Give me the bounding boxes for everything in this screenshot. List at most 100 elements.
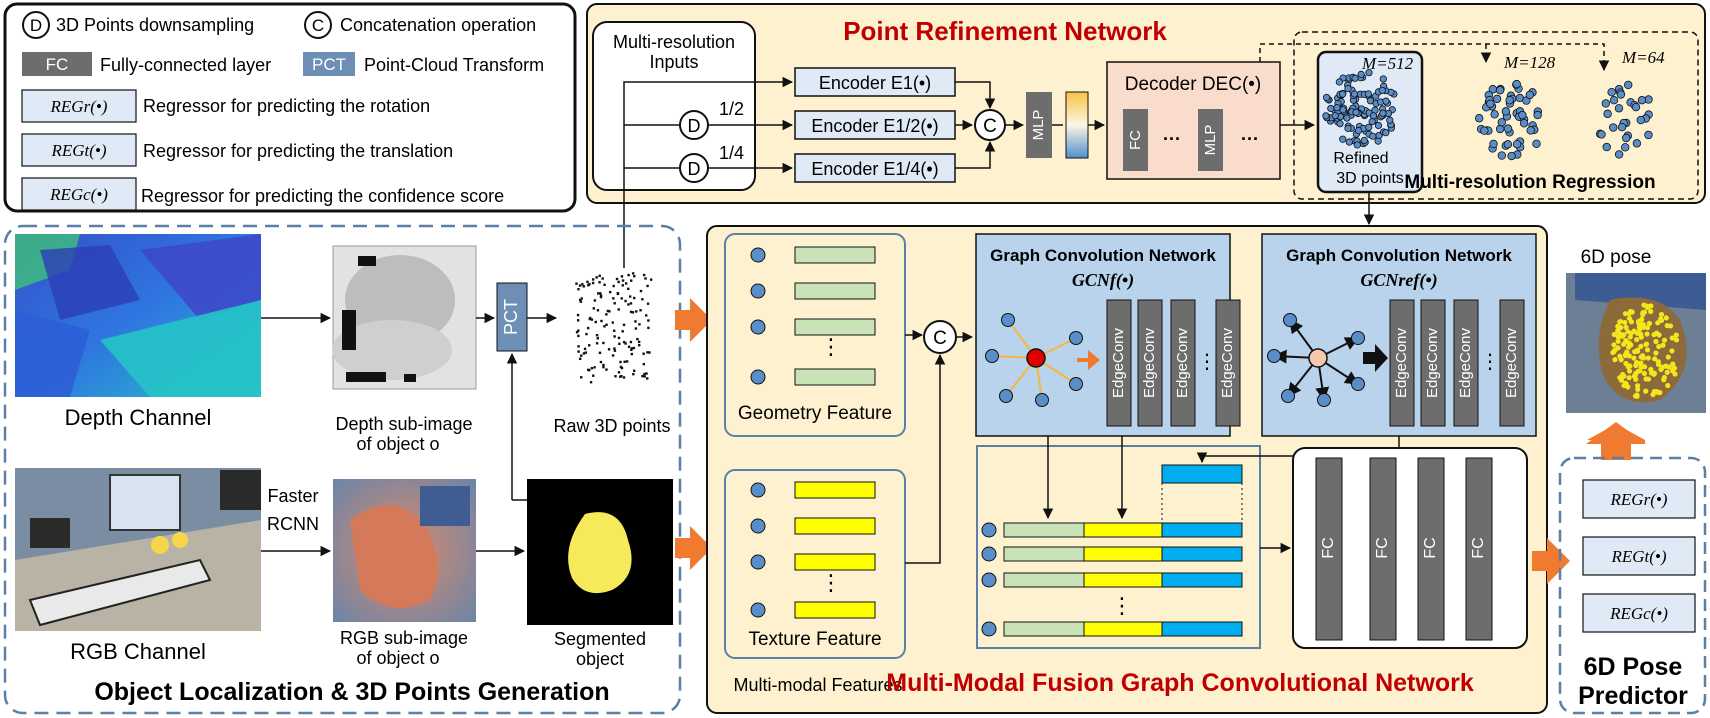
graph-node bbox=[1035, 393, 1049, 407]
legend-fc-box bbox=[22, 52, 92, 76]
raw-point bbox=[586, 280, 589, 284]
pose-point bbox=[1652, 356, 1658, 362]
cloud-point bbox=[1379, 75, 1387, 83]
pose-point bbox=[1643, 388, 1649, 394]
cloud-point bbox=[1323, 93, 1331, 102]
geometry-vector bbox=[794, 282, 876, 300]
raw-point bbox=[599, 295, 603, 299]
pose-point bbox=[1626, 340, 1632, 346]
pose-point bbox=[1639, 353, 1646, 359]
raw-point bbox=[630, 348, 633, 352]
cloud-point bbox=[1503, 140, 1513, 149]
raw-point bbox=[621, 284, 624, 287]
legend-reg-t-box-text: REGt(•) bbox=[50, 141, 106, 160]
raw-point bbox=[582, 285, 585, 288]
raw-point bbox=[639, 289, 643, 293]
concat-symbol-letter: C bbox=[312, 16, 324, 35]
raw-point bbox=[620, 366, 624, 370]
pose-point bbox=[1664, 323, 1670, 329]
concat-symbol bbox=[304, 11, 332, 39]
legend-reg-r-label: Regressor for predicting the rotation bbox=[143, 96, 430, 116]
fusion-gcn-part bbox=[1161, 546, 1243, 562]
legend-fc-label: Fully-connected layer bbox=[100, 55, 271, 75]
raw-point bbox=[587, 326, 590, 330]
prn-mlp-label: MLP bbox=[1030, 110, 1047, 141]
pose-point bbox=[1665, 354, 1671, 360]
multires-regression-label: Multi-resolution Regression bbox=[1404, 172, 1655, 193]
encoder-e3 bbox=[794, 153, 956, 183]
pct-block-label: PCT bbox=[501, 299, 521, 335]
refined-cloud-m512 bbox=[1322, 69, 1398, 149]
cloud-point bbox=[1624, 80, 1633, 90]
pred-reg-r-text: REGr(•) bbox=[1610, 490, 1668, 509]
texture-node bbox=[750, 602, 766, 618]
pose-point bbox=[1633, 370, 1639, 376]
raw-point bbox=[607, 348, 611, 351]
raw-point bbox=[641, 298, 644, 301]
raw-point bbox=[643, 375, 646, 378]
edgeconv-layer bbox=[1499, 299, 1525, 427]
pose-point bbox=[1655, 320, 1661, 326]
cloud-point bbox=[1602, 142, 1611, 152]
fusion-geometry-part bbox=[1003, 522, 1085, 538]
decoder-label: Decoder DEC(•) bbox=[1125, 74, 1262, 95]
raw-point bbox=[603, 283, 606, 287]
fusion-geometry-part bbox=[1003, 621, 1085, 637]
texture-feature-box bbox=[724, 469, 906, 659]
raw-point bbox=[620, 275, 624, 278]
raw-point bbox=[588, 282, 591, 286]
fusion-geometry-part bbox=[1003, 546, 1085, 562]
texture-vector bbox=[794, 553, 876, 571]
fusion-node bbox=[981, 572, 997, 588]
fusion-vdots: ⋮ bbox=[1111, 593, 1133, 618]
orange-arrow-predictor bbox=[1532, 538, 1570, 584]
pose-point bbox=[1622, 353, 1628, 359]
raw-point bbox=[631, 272, 635, 275]
raw-point bbox=[617, 336, 621, 340]
raw-point bbox=[578, 284, 582, 287]
raw-point bbox=[620, 297, 623, 300]
cloud-point bbox=[1636, 115, 1645, 125]
gcn-f-small-arrow bbox=[1077, 350, 1100, 370]
texture-vdots: ⋮ bbox=[820, 570, 842, 595]
cloud-point bbox=[1622, 133, 1631, 143]
raw-point bbox=[617, 371, 621, 374]
raw-point bbox=[621, 279, 625, 282]
localization-title: Object Localization & 3D Points Generati… bbox=[94, 678, 609, 706]
decoder-ellipsis-2: ··· bbox=[1241, 129, 1259, 149]
raw-point bbox=[614, 375, 617, 378]
refined-label: Refined bbox=[1333, 150, 1388, 167]
raw-point bbox=[611, 354, 615, 357]
legend-concat-label: Concatenation operation bbox=[340, 15, 536, 35]
cloud-point bbox=[1495, 86, 1505, 95]
raw-point bbox=[643, 372, 646, 376]
raw-point bbox=[592, 307, 596, 310]
pose-point bbox=[1626, 375, 1632, 381]
raw-point bbox=[638, 323, 641, 326]
raw-point bbox=[631, 311, 635, 314]
raw-point bbox=[646, 377, 649, 380]
fusion-gcn-part bbox=[1161, 522, 1243, 538]
raw-point bbox=[593, 299, 597, 302]
pred-reg-r bbox=[1582, 479, 1696, 519]
prn-concat-letter: C bbox=[983, 116, 997, 137]
cloud-point bbox=[1489, 139, 1498, 149]
cloud-point bbox=[1525, 90, 1534, 100]
raw-point bbox=[580, 297, 583, 300]
raw-point bbox=[594, 320, 597, 324]
pose-point bbox=[1643, 376, 1649, 382]
pose-point bbox=[1611, 342, 1617, 348]
pose-point bbox=[1659, 364, 1666, 370]
raw-point bbox=[629, 279, 633, 282]
raw-point bbox=[602, 341, 605, 345]
encoder-e1-label: Encoder E1(•) bbox=[819, 73, 931, 93]
pose-point bbox=[1669, 368, 1676, 374]
raw-point bbox=[578, 298, 582, 302]
raw-point bbox=[632, 372, 635, 376]
texture-node bbox=[750, 554, 766, 570]
rgb-sub-label: RGB sub-image bbox=[340, 628, 468, 648]
cloud-point bbox=[1505, 96, 1514, 105]
raw-point bbox=[600, 319, 603, 323]
encoder-e3-label: Encoder E1/4(•) bbox=[811, 159, 938, 179]
raw-point bbox=[595, 342, 599, 345]
